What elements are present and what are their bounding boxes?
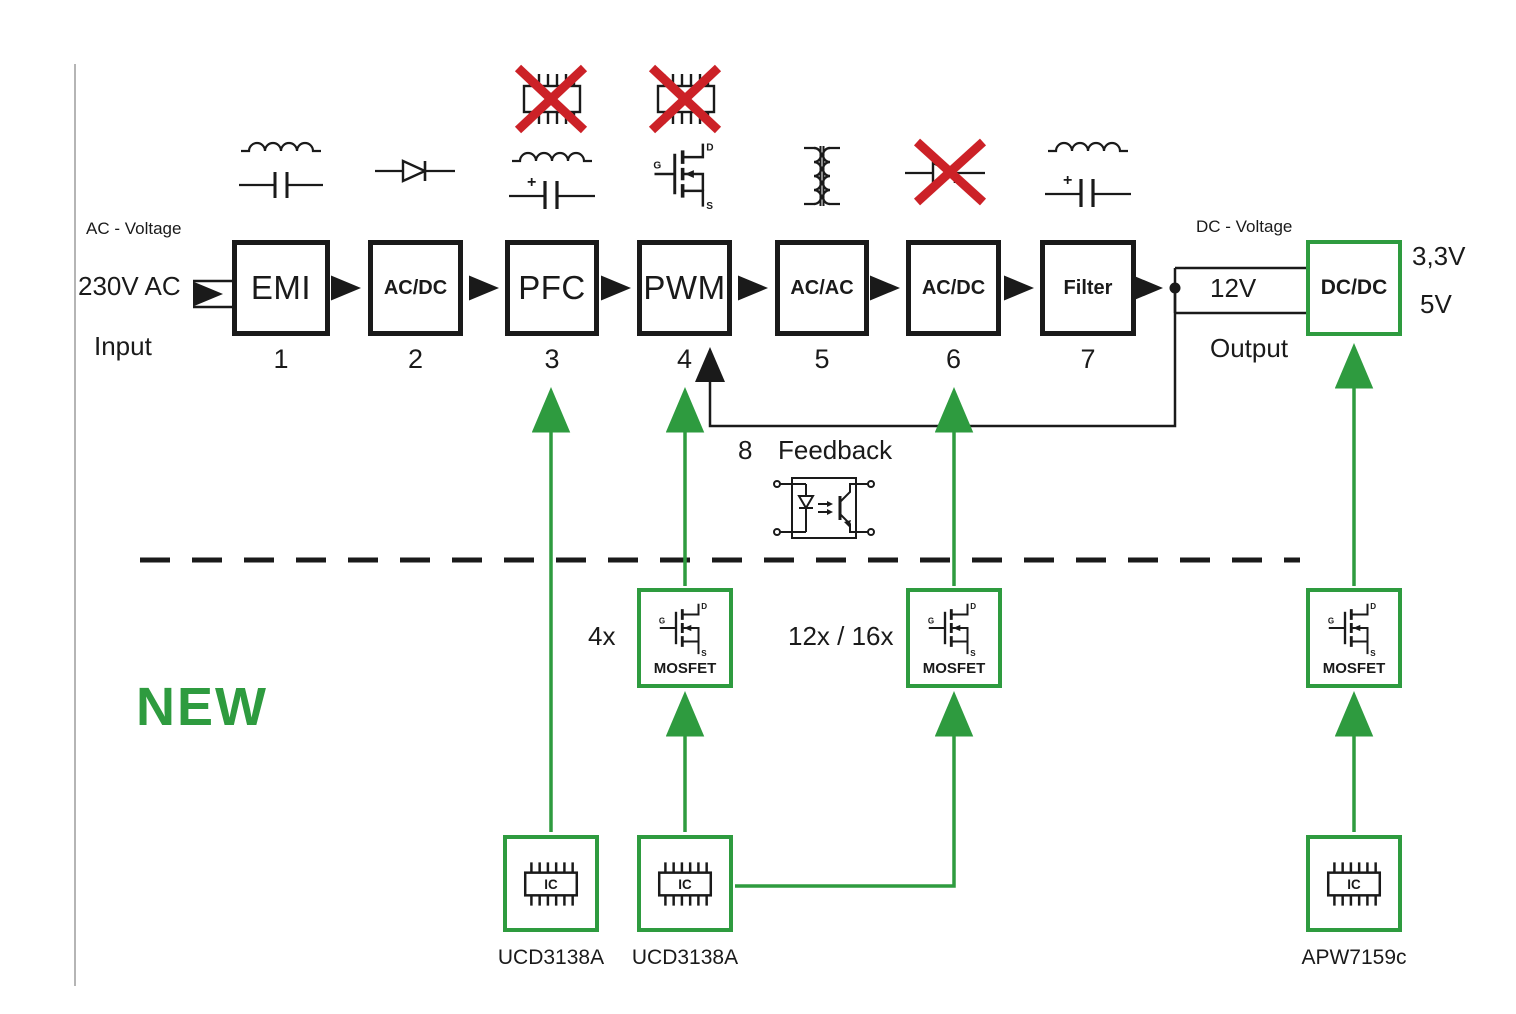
plus-sign: + bbox=[527, 174, 536, 191]
block-dcdc-label: DC/DC bbox=[1320, 276, 1388, 299]
mosfet-pin-g: G bbox=[653, 160, 661, 171]
mosfet-count-rect: 12x / 16x bbox=[788, 621, 894, 651]
block-number-5: 5 bbox=[814, 344, 830, 374]
polarized-capacitor-symbol: + bbox=[1045, 172, 1131, 207]
capacitor-symbol bbox=[239, 172, 323, 198]
ic-chip-symbol: IC bbox=[657, 861, 713, 906]
mosfet-symbol: G D S bbox=[1328, 602, 1376, 657]
output-label: Output bbox=[1210, 333, 1289, 363]
mosfet-box-label: MOSFET bbox=[922, 660, 986, 677]
block-dcdc: DC/DC bbox=[1306, 240, 1402, 336]
block-acac: AC/AC bbox=[775, 240, 869, 336]
mosfet-box-pwm: G D S MOSFET bbox=[637, 588, 733, 688]
ic-box-pfc: IC bbox=[503, 835, 599, 932]
mosfet-box-label: MOSFET bbox=[1322, 660, 1386, 677]
mosfet-box-label: MOSFET bbox=[653, 660, 717, 677]
mosfet-symbol: G D S bbox=[659, 602, 707, 657]
ic-chip-symbol: IC bbox=[523, 861, 579, 906]
ic-chip-symbol: IC bbox=[1326, 861, 1382, 906]
inductor-symbol bbox=[512, 151, 592, 163]
block-filter-label: Filter bbox=[1063, 276, 1113, 299]
mosfet-pin-d: D bbox=[970, 602, 976, 611]
left-border-line bbox=[74, 64, 76, 986]
mosfet-pin-d: D bbox=[701, 602, 707, 611]
ic-name-pfc: UCD3138A bbox=[497, 946, 605, 969]
rail-12v-label: 12V bbox=[1210, 273, 1257, 303]
block-acdc-2: AC/DC bbox=[906, 240, 1001, 336]
ic-chip-label: IC bbox=[544, 877, 558, 892]
ic-name-dcdc: APW7159c bbox=[1301, 946, 1407, 969]
mosfet-pin-g: G bbox=[928, 617, 934, 626]
block-acdc-1: AC/DC bbox=[368, 240, 463, 336]
ic-chip-label: IC bbox=[1347, 877, 1361, 892]
mosfet-pin-g: G bbox=[659, 617, 665, 626]
block-number-3: 3 bbox=[544, 344, 560, 374]
mosfet-box-rectifier: G D S MOSFET bbox=[906, 588, 1002, 688]
input-voltage-label: 230V AC bbox=[78, 271, 181, 301]
ic-name-pwm: UCD3138A bbox=[631, 946, 739, 969]
mosfet-symbol: G D S bbox=[928, 602, 976, 657]
mosfet-pin-s: S bbox=[970, 649, 976, 657]
diode-symbol bbox=[375, 159, 455, 183]
block-number-2: 2 bbox=[407, 344, 424, 374]
mosfet-pin-s: S bbox=[1370, 649, 1376, 657]
ic-box-dcdc: IC bbox=[1306, 835, 1402, 932]
mosfet-symbol: G D S bbox=[653, 142, 713, 210]
red-cross-pwm bbox=[648, 64, 722, 134]
block-number-6: 6 bbox=[945, 344, 962, 374]
new-label: NEW bbox=[136, 677, 268, 737]
block-number-7: 7 bbox=[1080, 344, 1096, 374]
rail-33v-label: 3,3V bbox=[1412, 241, 1466, 271]
block-number-1: 1 bbox=[273, 344, 289, 374]
input-label: Input bbox=[94, 331, 152, 361]
block-pwm-label: PWM bbox=[643, 269, 726, 306]
block-pwm: PWM bbox=[637, 240, 732, 336]
rail-5v-label: 5V bbox=[1420, 289, 1452, 319]
ic-chip-label: IC bbox=[678, 877, 692, 892]
ac-voltage-label: AC - Voltage bbox=[86, 219, 182, 238]
input-lines bbox=[193, 279, 232, 309]
plus-sign: + bbox=[1063, 172, 1072, 189]
transformer-symbol bbox=[804, 146, 840, 206]
mosfet-count-pwm: 4x bbox=[588, 621, 616, 651]
ic-box-pwm: IC bbox=[637, 835, 733, 932]
mosfet-pin-s: S bbox=[701, 649, 707, 657]
green-control-arrows bbox=[531, 343, 1374, 888]
feedback-number: 8 bbox=[738, 435, 753, 465]
block-pfc: PFC bbox=[505, 240, 599, 336]
dc-voltage-label: DC - Voltage bbox=[1196, 217, 1293, 236]
polarized-capacitor-symbol: + bbox=[509, 174, 595, 209]
block-acdc-1-label: AC/DC bbox=[383, 276, 448, 299]
block-filter: Filter bbox=[1040, 240, 1136, 336]
optocoupler-symbol bbox=[773, 477, 875, 539]
inductor-symbol bbox=[1048, 141, 1128, 153]
mosfet-pin-d: D bbox=[1370, 602, 1376, 611]
block-acac-label: AC/AC bbox=[790, 276, 854, 299]
red-cross-pfc bbox=[514, 64, 588, 134]
block-pfc-label: PFC bbox=[518, 269, 586, 306]
mosfet-box-dcdc: G D S MOSFET bbox=[1306, 588, 1402, 688]
block-emi: EMI bbox=[232, 240, 330, 336]
block-emi-label: EMI bbox=[250, 269, 312, 306]
feedback-label: Feedback bbox=[778, 435, 893, 465]
block-number-4: 4 bbox=[676, 344, 693, 374]
block-acdc-2-label: AC/DC bbox=[921, 276, 986, 299]
red-cross-rectifier bbox=[913, 138, 987, 206]
mosfet-pin-d: D bbox=[706, 142, 713, 153]
mosfet-pin-g: G bbox=[1328, 617, 1334, 626]
inductor-symbol bbox=[241, 141, 321, 153]
mosfet-pin-s: S bbox=[706, 201, 713, 210]
